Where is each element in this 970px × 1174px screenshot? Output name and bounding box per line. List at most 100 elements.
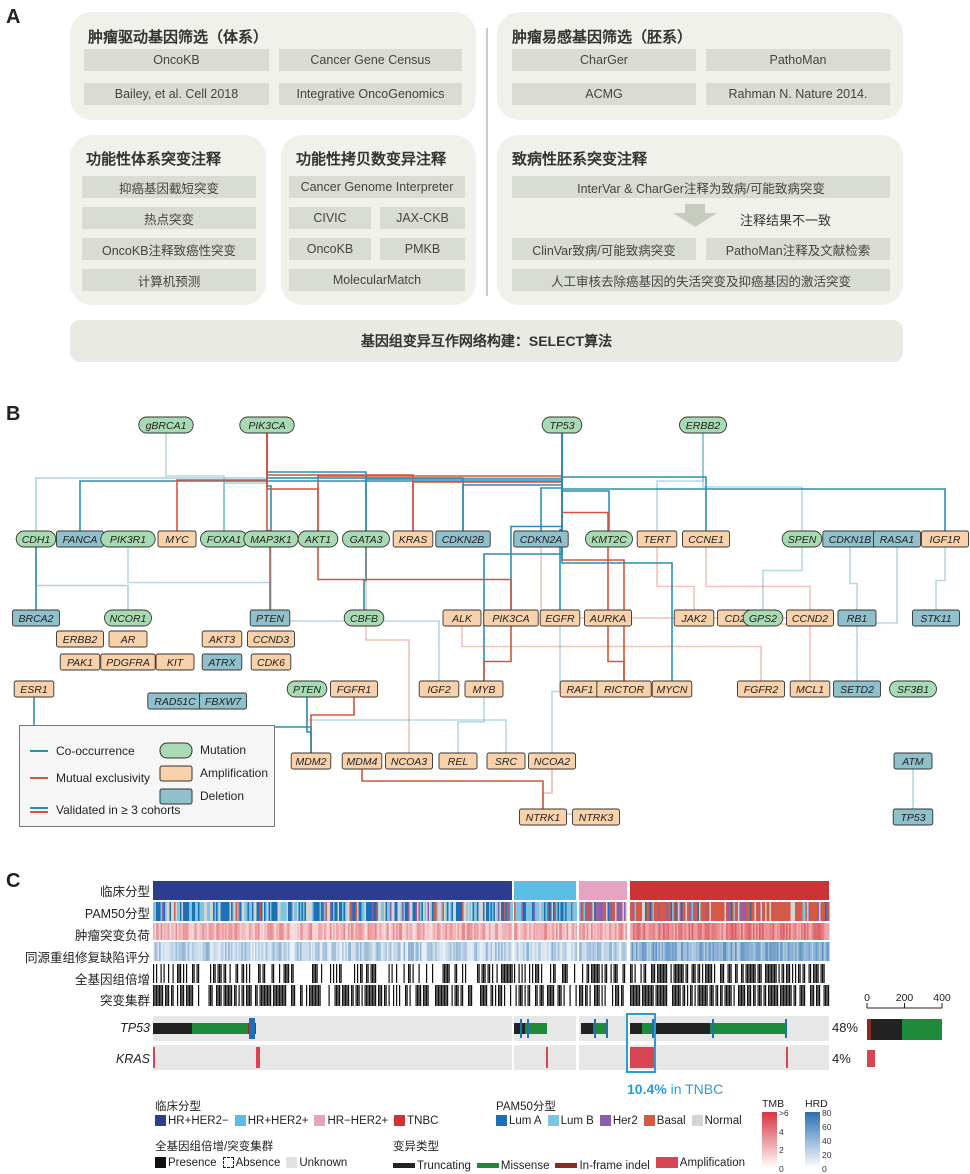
legend-swatch [655,1157,678,1168]
svg-text:TP53: TP53 [549,420,574,432]
legend-item: HR+HER2− [155,1115,229,1127]
svg-text:KIT: KIT [167,657,185,669]
gene-node-igf1r: IGF1R [921,530,969,548]
gene-node-erbb2: ERBB2 [56,630,104,648]
network-edge [127,539,271,618]
select-algorithm-bar: 基因组变异互作网络构建：SELECT算法 [70,320,903,362]
svg-text:PTEN: PTEN [256,613,284,625]
driver-gene-title: 肿瘤驱动基因筛选（体系） [88,29,269,46]
tp53-alteration [606,1019,608,1038]
clinical-subtype-block [514,881,576,900]
gene-node-rad51c: RAD51C [147,692,203,710]
gene-node-spen: SPEN [781,530,823,548]
svg-text:PIK3R1: PIK3R1 [110,534,146,546]
tp53-count-bar [902,1019,942,1040]
kras-amplification [786,1047,788,1068]
row-label-hrd: 同源重组修复缺陷评分 [24,951,150,965]
tp53-alteration [630,1023,642,1034]
network-edge [656,425,704,539]
network-edge [561,425,946,539]
legend-item: Basal [643,1115,686,1127]
legend-item: Amplification [655,1157,745,1169]
susceptibility-title: 肿瘤易感基因筛选（胚系） [512,29,693,46]
svg-text:gBRCA1: gBRCA1 [146,420,187,432]
row-label-pam50: PAM50分型 [84,907,150,921]
svg-text:PIK3CA: PIK3CA [492,613,529,625]
network-edge [561,425,609,618]
legend-variant-title: 变异类型 [393,1141,439,1153]
germline-title: 致病性胚系突变注释 [512,151,648,168]
gene-node-rb1: RB1 [837,609,877,627]
svg-text:RAD51C: RAD51C [154,696,196,708]
legend-item: HR−HER2+ [314,1115,388,1127]
colorbar-tick: >6 [779,1108,789,1118]
gene-label-kras: KRAS [115,1052,150,1066]
network-edge [551,618,561,761]
legend-item: HR+HER2+ [234,1115,308,1127]
functional-cnv-item: OncoKB [289,238,371,260]
legend-swatch [555,1163,578,1168]
colorbar-tick: 4 [779,1126,784,1137]
functional-cnv-item: CIVIC [289,207,371,229]
gene-node-atrx: ATRX [201,653,243,671]
legend-pam50-title: PAM50分型 [496,1101,556,1113]
network-edge [266,425,319,539]
network-edge [561,425,673,689]
svg-text:TP53: TP53 [900,812,925,824]
svg-text:CDKN2A: CDKN2A [520,534,563,546]
svg-text:NCOA2: NCOA2 [534,756,570,768]
svg-text:GATA3: GATA3 [350,534,383,546]
colorbar-tick: 0 [779,1164,784,1174]
gene-node-myc: MYC [157,530,197,548]
legend-item: Missense [476,1160,549,1172]
gene-node-rictor: RICTOR [596,680,652,698]
colorbar-tick: 0 [822,1164,827,1174]
gene-node-ncoa3: NCOA3 [385,752,433,770]
tp53-alteration [153,1023,192,1034]
svg-text:AURKA: AURKA [589,613,626,625]
network-edge [176,425,268,539]
gene-node-aurka: AURKA [584,609,632,627]
gene-node-mycn: MYCN [651,680,693,698]
gene-node-ncor1: NCOR1 [104,609,152,627]
germline-item: ClinVar致病/可能致病突变 [512,238,696,260]
svg-text:FGFR1: FGFR1 [337,684,371,696]
legend-swatch [234,1115,246,1126]
gene-node-akt1: AKT1 [297,530,339,548]
kras-amplification [546,1047,548,1068]
svg-text:CDK6: CDK6 [257,657,285,669]
svg-text:ERBB2: ERBB2 [686,420,721,432]
svg-text:GPS2: GPS2 [749,613,777,625]
svg-text:NCOR1: NCOR1 [110,613,147,625]
gene-node-stk11: STK11 [912,609,960,627]
svg-text:PDGFRA: PDGFRA [106,657,150,669]
clinical-subtype-block [579,881,627,900]
gene-node-gata3: GATA3 [342,530,390,548]
legend-clinical-items: HR+HER2−HR+HER2+HR−HER2+TNBC [155,1113,444,1131]
network-edge [165,425,225,539]
bar-axis-tick-label: 0 [864,992,870,1004]
network-edge [461,618,762,689]
gene-node-sf3b1: SF3B1 [889,680,937,698]
legend-item: Lum A [496,1115,542,1127]
legend-swatch [286,1157,298,1168]
gene-node-cdkn2a: CDKN2A [513,530,569,548]
susceptibility-item: ACMG [512,83,696,105]
svg-text:MDM4: MDM4 [347,756,378,768]
gene-node-ccnd3: CCND3 [247,630,295,648]
gene-node-pdgfra: PDGFRA [100,653,156,671]
gene-node-ar: AR [108,630,148,648]
svg-text:ATRX: ATRX [207,657,236,669]
svg-text:IGF2: IGF2 [427,684,450,696]
legend-swatch [691,1115,703,1126]
legend-wgd-title: 全基因组倍增/突变集群 [155,1141,274,1153]
tp53-alteration [785,1019,787,1038]
functional-somatic-item: OncoKB注释致癌性突变 [82,238,256,260]
kras-percent: 4% [832,1051,851,1066]
gene-node-ntrk3: NTRK3 [572,808,620,826]
gene-node-akt3: AKT3 [201,630,243,648]
legend-swatch [155,1115,166,1126]
gene-node-cdkn2b: CDKN2B [435,530,491,548]
